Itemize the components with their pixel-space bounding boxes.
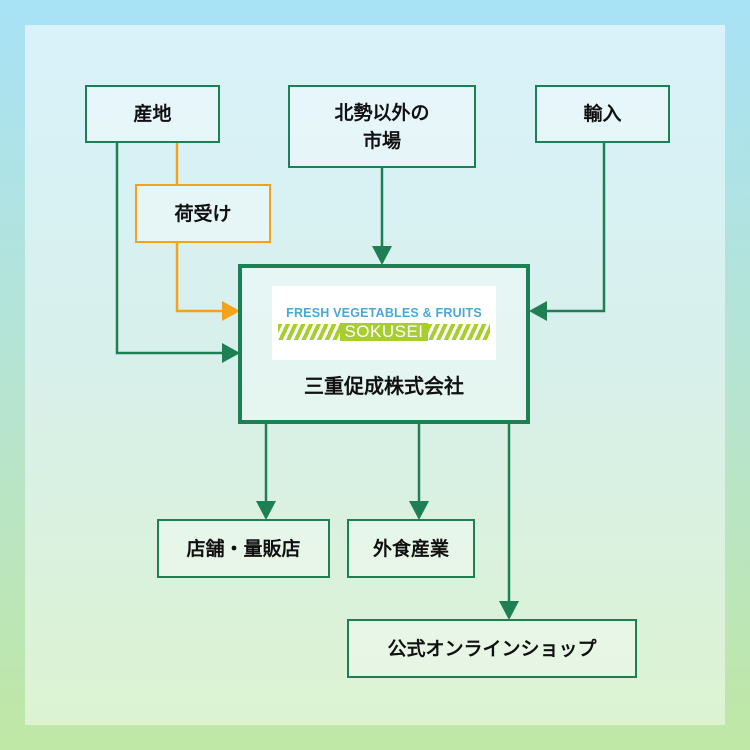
- node-company: FRESH VEGETABLES & FRUITS SOKUSEI 三重促成株式…: [238, 264, 530, 424]
- arrowhead-gaishoku: [409, 501, 429, 520]
- node-online-shop: 公式オンラインショップ: [347, 619, 637, 678]
- logo-band: SOKUSEI: [278, 323, 490, 341]
- node-sanchi-label: 産地: [133, 103, 172, 125]
- sokusei-logo: FRESH VEGETABLES & FRUITS SOKUSEI: [272, 286, 496, 360]
- node-company-label: 三重促成株式会社: [304, 374, 464, 398]
- node-tenpo: 店舗・量販店: [157, 519, 330, 578]
- node-shop-label: 公式オンラインショップ: [387, 637, 597, 660]
- arrowhead-shop: [499, 601, 519, 620]
- node-yunyu-label: 輸入: [583, 103, 622, 125]
- logo-name: SOKUSEI: [340, 323, 428, 341]
- node-gaishoku-label: 外食産業: [372, 537, 449, 560]
- node-niuke: 荷受け: [135, 184, 271, 243]
- arrowhead-sanchi: [222, 343, 240, 363]
- node-yunyu: 輸入: [535, 85, 670, 143]
- node-sanchi: 産地: [85, 85, 220, 143]
- node-tenpo-label: 店舗・量販店: [186, 537, 301, 560]
- arrowhead-yunyu: [529, 301, 547, 321]
- arrowhead-hokusei: [372, 246, 392, 265]
- arrow-yunyu-to-company: [547, 142, 606, 313]
- arrow-sanchi-to-company: [115, 142, 222, 355]
- arrow-niuke-to-company: [175, 242, 222, 313]
- logo-stripes-right: [427, 324, 490, 340]
- node-hokusei-label: 北勢以外の 市場: [334, 101, 430, 152]
- node-gaishoku: 外食産業: [347, 519, 475, 578]
- node-hokusei-market: 北勢以外の 市場: [288, 85, 476, 168]
- logo-stripes: [278, 324, 341, 340]
- arrowhead-niuke: [222, 301, 240, 321]
- node-niuke-label: 荷受け: [174, 202, 232, 225]
- arrowhead-tenpo: [256, 501, 276, 520]
- logo-tagline: FRESH VEGETABLES & FRUITS: [286, 306, 482, 320]
